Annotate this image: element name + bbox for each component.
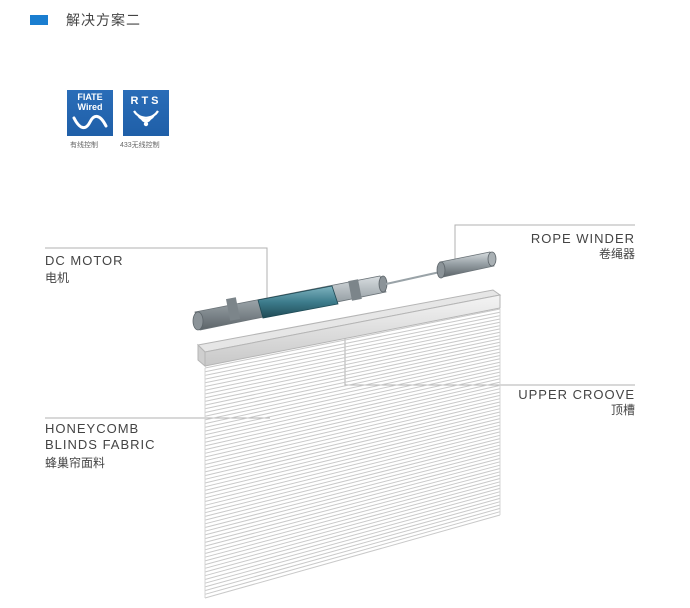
dc-motor-leader: [45, 247, 268, 300]
fabric-slat: [204, 391, 501, 462]
rope-winder-label-zh: 卷绳器: [598, 247, 635, 261]
fabric-slat: [204, 484, 501, 566]
section-marker: [30, 15, 48, 25]
rope-winder-leader: [454, 224, 635, 262]
fabric-slat: [204, 471, 501, 551]
fabric-slat: [204, 451, 501, 528]
fabric-slat: [204, 458, 501, 536]
fabric-slat: [204, 401, 501, 473]
fabric-slat: [204, 328, 501, 391]
upper-groove-leader: [344, 335, 635, 386]
fabric-slat: [204, 514, 501, 599]
fabric-label-zh: 蜂巢帘面料: [45, 456, 106, 470]
fabric-slat: [204, 481, 501, 562]
fabric-slat: [204, 497, 501, 580]
fabric-slat: [204, 355, 501, 421]
fabric-slat: [204, 318, 501, 380]
fabric-slat: [204, 308, 501, 369]
fabric-slat: [204, 358, 501, 425]
fabric-slat: [204, 511, 501, 595]
honeycomb-fabric: [204, 308, 501, 599]
dc-motor-label-en: DC MOTOR: [45, 253, 124, 268]
fabric-slat: [204, 461, 501, 540]
fabric-slat: [204, 365, 501, 432]
dc-motor-assembly: [192, 271, 441, 331]
fabric-slat: [204, 371, 501, 439]
upper-groove-rail: [196, 289, 502, 368]
fabric-slat: [204, 384, 501, 454]
rts-badge-text: RTS: [130, 95, 162, 107]
fabric-label-en-line1: HONEYCOMB: [45, 421, 140, 436]
dc-motor-label-zh: 电机: [45, 271, 70, 285]
fabric-slat: [204, 507, 501, 592]
fabric-slat: [204, 398, 501, 469]
fabric-slat: [204, 468, 501, 547]
fabric-slat: [204, 424, 501, 499]
fabric-slat: [204, 431, 501, 506]
fabric-slat: [204, 438, 501, 514]
fabric-slat: [204, 381, 501, 451]
section-title: 解决方案二: [66, 12, 141, 28]
section-header: 解决方案二: [30, 10, 141, 30]
fabric-slat: [204, 487, 501, 569]
fiate-badge-line2: Wired: [77, 102, 103, 112]
fabric-slat: [204, 448, 501, 525]
wave-icon: [72, 115, 108, 129]
fabric-slat: [204, 478, 501, 558]
fabric-slat: [204, 444, 501, 521]
fiate-badge-line1: FIATE: [77, 92, 103, 102]
fabric-slat: [204, 464, 501, 543]
fabric-slat: [204, 414, 501, 488]
fabric-slat: [204, 321, 501, 384]
rts-badge-caption: 433无线控制: [120, 142, 160, 149]
fabric-slat: [204, 345, 501, 410]
fabric-slat: [204, 421, 501, 495]
fabric-slat: [204, 325, 501, 387]
fabric-slat: [204, 501, 501, 584]
fabric-slat: [204, 331, 501, 395]
fabric-slat: [204, 418, 501, 491]
fabric-slat: [204, 315, 501, 376]
fabric-slat: [204, 388, 501, 458]
fabric-slat: [204, 348, 501, 413]
fabric-slat: [204, 311, 501, 373]
fabric-slat: [204, 411, 501, 484]
fabric-slat: [204, 441, 501, 517]
upper-groove-label-zh: 顶槽: [610, 403, 635, 417]
fabric-slat: [204, 375, 501, 443]
rope-winder: [436, 251, 497, 279]
fabric-slat: [204, 368, 501, 436]
signal-icon: [133, 110, 159, 127]
rts-badge: RTS: [123, 90, 169, 136]
fabric-slat: [204, 428, 501, 502]
fabric-slat: [204, 378, 501, 447]
fabric-slat: [204, 494, 501, 577]
fabric-label-en-line2: BLINDS FABRIC: [45, 437, 156, 452]
fabric-slat: [204, 338, 501, 402]
fabric-slat: [204, 394, 501, 465]
fabric-slat: [204, 361, 501, 428]
rope-winder-label-en: ROPE WINDER: [530, 231, 635, 246]
fabric-slat: [204, 408, 501, 480]
fabric-slat: [204, 474, 501, 554]
fabric-slat: [204, 404, 501, 477]
fabric-slat: [204, 454, 501, 532]
fabric-slat: [204, 491, 501, 573]
upper-groove-label-en: UPPER CROOVE: [518, 387, 635, 402]
fabric-slat: [204, 335, 501, 399]
fiate-wired-badge: FIATE Wired: [67, 90, 113, 136]
fabric-slat: [204, 351, 501, 417]
fabric-slat: [204, 341, 501, 406]
fiate-badge-caption: 有线控制: [70, 142, 98, 149]
fabric-slat: [204, 504, 501, 588]
fabric-slat: [204, 434, 501, 510]
